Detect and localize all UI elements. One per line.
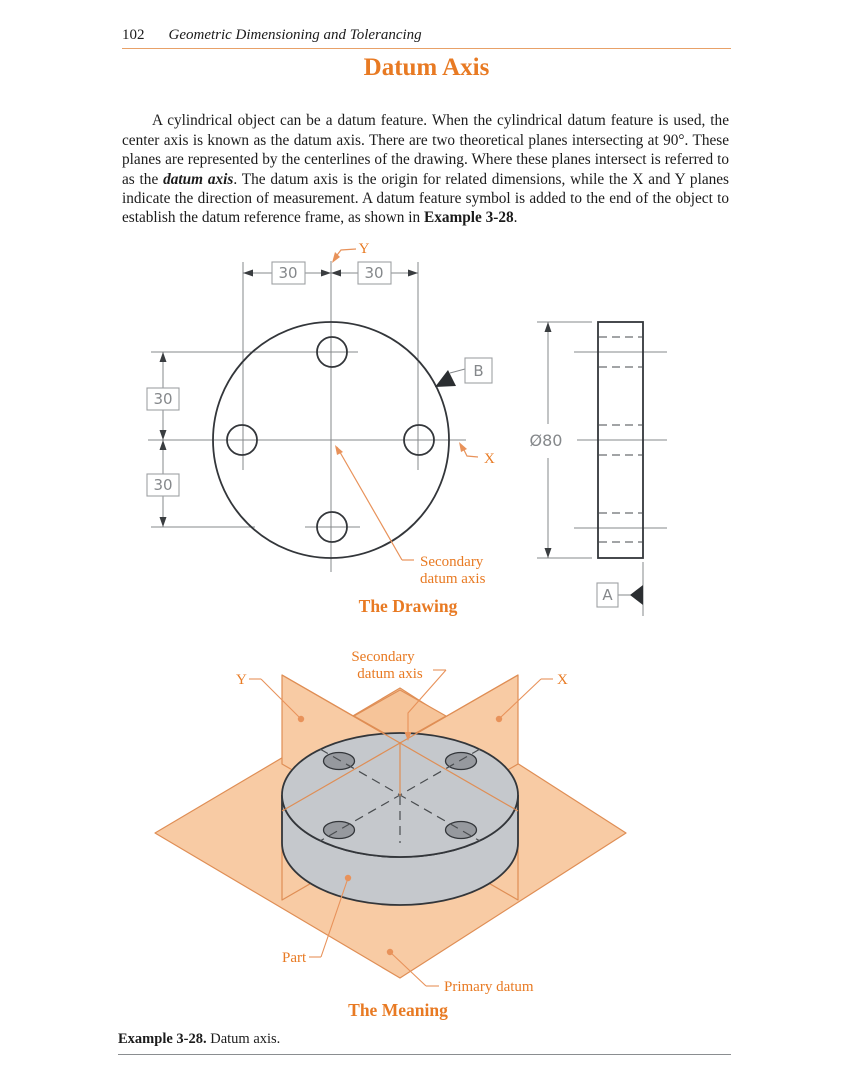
datum-feature-symbol-a: A [596, 582, 643, 608]
the-meaning-caption: The Meaning [348, 1000, 448, 1020]
primary-datum-label: Primary datum [444, 979, 534, 995]
front-view-leaders [333, 248, 479, 561]
plane-intersection-lines [281, 674, 519, 812]
hole-left [226, 424, 258, 456]
header-rule [122, 48, 731, 49]
axis-y-label: Y [359, 241, 370, 257]
meaning-axis-x-label: X [557, 672, 568, 688]
side-view: Ø80 A [530, 321, 667, 616]
the-drawing-caption: The Drawing [359, 596, 458, 616]
hidden-hole-lines [599, 336, 642, 543]
page-number: 102 [122, 27, 145, 43]
page-header: 102 Geometric Dimensioning and Tolerancin… [122, 27, 731, 44]
figure-caption-text: Datum axis. [206, 1031, 281, 1047]
meaning-view: Secondary datum axis Y X Part Primary da… [154, 649, 627, 1020]
page-title: Datum Axis [363, 54, 490, 81]
dimension-arrowheads [159, 269, 418, 527]
front-view: 30 30 30 30 B [146, 241, 495, 616]
dim-left-upper: 30 [153, 390, 172, 408]
secondary-datum-axis-callout-line2: datum axis [420, 571, 486, 587]
datum-a-label: A [602, 586, 613, 604]
meaning-leaders [249, 669, 553, 987]
hole-bottom [316, 511, 348, 543]
part-outline [212, 321, 450, 559]
part-label: Part [282, 950, 307, 966]
paragraph-emphasis-datum-axis: datum axis [163, 170, 234, 188]
paragraph-text: . The datum axis is the origin for relat… [122, 170, 729, 227]
side-view-centerlines [537, 321, 667, 616]
figure-caption-number: Example 3-28. [118, 1031, 207, 1047]
hole-top [316, 336, 348, 368]
caption-rule [118, 1054, 731, 1055]
meaning-axis-y-label: Y [236, 672, 247, 688]
part-circle [212, 321, 450, 559]
centerlines-and-dimension-lines [148, 261, 466, 572]
front-view-leader-arrowheads [332, 252, 467, 455]
dim-top-right: 30 [364, 264, 383, 282]
book-title: Geometric Dimensioning and Tolerancing [168, 27, 422, 43]
body-paragraph: A cylindrical object can be a datum feat… [122, 111, 729, 227]
meaning-secondary-callout-line2: datum axis [357, 666, 423, 682]
paragraph-text: . [513, 209, 518, 227]
secondary-datum-axis-callout-line1: Secondary [420, 554, 484, 570]
hole-right [403, 424, 435, 456]
meaning-secondary-callout-line1: Secondary [351, 649, 415, 665]
diameter-dim: Ø80 [530, 431, 563, 450]
figure-caption: Example 3-28. Datum axis. [118, 1031, 731, 1048]
axis-leader-arrowhead [404, 732, 412, 741]
axis-x-label: X [484, 451, 495, 467]
dim-top-left: 30 [278, 264, 297, 282]
diameter-arrowheads [544, 322, 552, 558]
leader-dots [297, 715, 503, 956]
datum-b-label: B [473, 362, 483, 380]
dim-left-lower: 30 [153, 476, 172, 494]
paragraph-text: A cylindrical object can be a datum feat… [122, 112, 729, 188]
datum-a-triangle [630, 585, 643, 605]
dimension-boxes [146, 261, 392, 497]
datum-feature-symbol-b: B [435, 357, 493, 387]
datum-b-triangle [435, 370, 456, 387]
side-view-outline [597, 321, 644, 559]
paragraph-reference: Example 3-28 [424, 209, 514, 227]
